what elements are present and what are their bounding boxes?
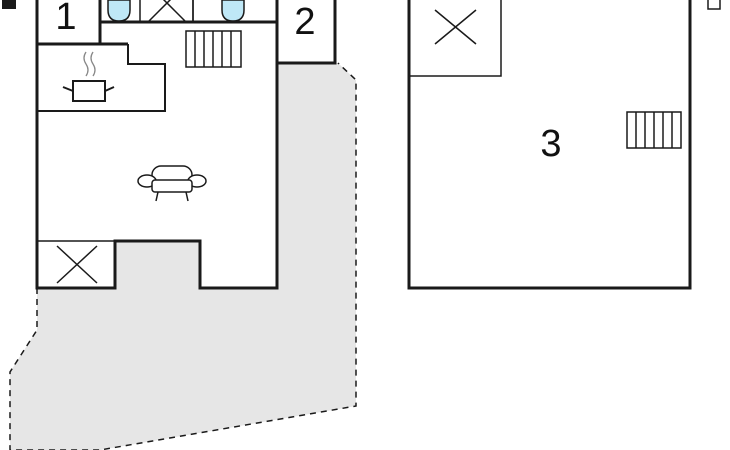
right-building: 3: [407, 0, 721, 290]
shower-icon: [139, 0, 194, 23]
kitchen-counter: [37, 44, 166, 112]
room-number-3: 3: [540, 123, 561, 165]
right-building-outer-wall: [407, 0, 692, 290]
toilet-icon: [107, 0, 131, 22]
radiator-icon: [707, 0, 721, 10]
skylight-x-icon: [36, 240, 116, 289]
room-number-1: 1: [55, 0, 76, 38]
skylight-x-icon: [408, 0, 502, 77]
room-number-2: 2: [294, 1, 315, 43]
terrace-area: [10, 63, 356, 450]
armchair-icon: [137, 165, 207, 202]
radiator-icon: [2, 0, 16, 9]
sink-icon: [221, 0, 245, 22]
left-building: 1 2: [2, 0, 337, 290]
stairs-icon: [185, 30, 242, 68]
stairs-icon: [626, 111, 682, 149]
stove-pot-icon: [62, 51, 115, 102]
